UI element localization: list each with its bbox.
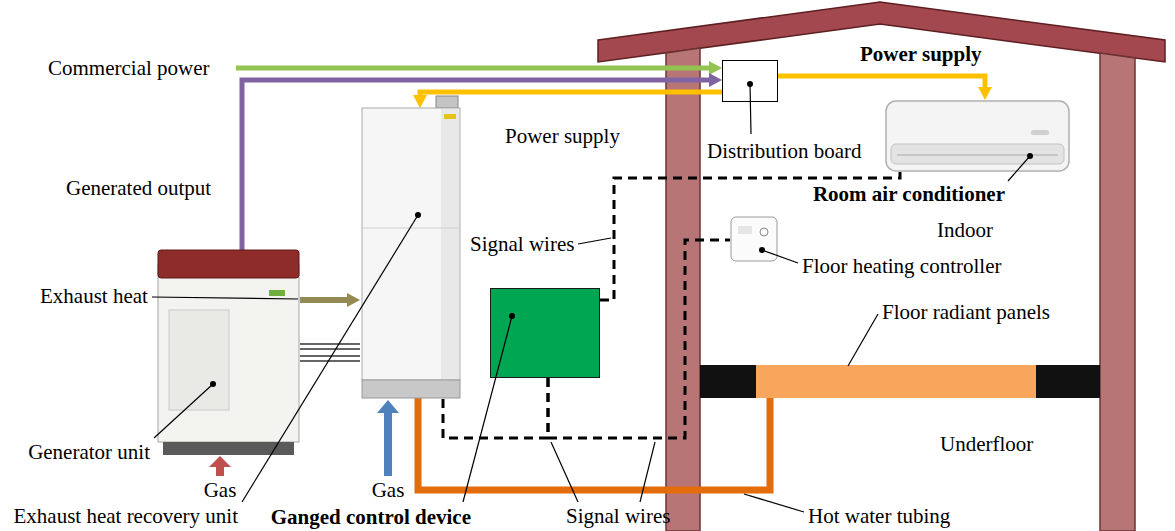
- leader-line: [463, 316, 512, 502]
- pipe: [300, 348, 360, 350]
- component-label: Floor radiant panels: [882, 300, 1050, 324]
- leader-dot: [415, 212, 421, 218]
- power-supply-line: [420, 92, 722, 95]
- unit-seam: [362, 228, 460, 229]
- hot-water-tube: [418, 398, 770, 490]
- leader-dot: [747, 81, 753, 87]
- pipe: [300, 343, 360, 345]
- area-label: Indoor: [937, 218, 993, 242]
- generator-unit-art: [157, 250, 300, 455]
- exhaust-heat-arrow: [300, 297, 347, 303]
- gas-label: Gas: [372, 478, 405, 502]
- component-label: Room air conditioner: [813, 182, 1005, 206]
- floor-controller: Floor heating controller: [730, 216, 778, 262]
- wire-label: Signal wires: [470, 232, 574, 256]
- gas-label: Gas: [204, 478, 237, 502]
- leader-line: [640, 442, 655, 502]
- generated-power-line: [242, 80, 709, 250]
- ac-front: [891, 144, 1064, 164]
- component-label: Exhaust heat recovery unit: [14, 504, 239, 528]
- edge-label: Power supply: [860, 42, 982, 66]
- floor-controller-art: [730, 216, 778, 262]
- generator-unit: Generator unit: [157, 250, 300, 455]
- pipe: [300, 355, 360, 357]
- component-label: Distribution board: [707, 139, 862, 163]
- controller-screen: [738, 226, 752, 234]
- area-label: Underfloor: [940, 432, 1033, 456]
- air-conditioner-art: [885, 100, 1070, 172]
- pipe: [300, 360, 360, 362]
- generator-panel: [169, 310, 229, 410]
- flow-label: Exhaust heat: [40, 284, 148, 308]
- leader-line: [848, 314, 878, 366]
- wall: [666, 48, 700, 531]
- leader-line: [578, 238, 611, 244]
- arrow-head: [209, 456, 231, 467]
- source-label: Commercial power: [48, 56, 210, 80]
- tube-label: Hot water tubing: [808, 504, 950, 528]
- component-label: Ganged control device: [271, 505, 471, 529]
- commercial-power-line: [236, 66, 709, 71]
- ac-display: [1031, 130, 1049, 135]
- edge-label: Power supply: [505, 124, 620, 148]
- gas-arrow: [216, 466, 224, 476]
- leader-line: [744, 494, 804, 512]
- arrow-head: [377, 400, 399, 413]
- heat-recovery-unit-art: [360, 108, 462, 398]
- ac-body: [886, 101, 1069, 171]
- heat-recovery-unit: Exhaust heat recovery unit: [360, 108, 462, 398]
- unit-base: [362, 380, 460, 398]
- component-label: Generator unit: [28, 440, 150, 464]
- controller-knob: [760, 228, 768, 236]
- gas-arrow: [384, 412, 392, 476]
- power-supply-line: [778, 76, 985, 87]
- generator-cap: [158, 250, 299, 278]
- exhaust-vent: [436, 96, 458, 108]
- unit-body: [362, 108, 460, 380]
- wire-label: Signal wires: [566, 504, 670, 528]
- control-device: Ganged control device: [490, 288, 600, 378]
- unit-side: [441, 109, 459, 379]
- controller-body: [731, 217, 777, 261]
- ac-louver: [897, 154, 1058, 156]
- leader-dot: [509, 313, 515, 319]
- generator-body: [158, 264, 299, 442]
- air-conditioner: Room air conditioner: [885, 100, 1070, 172]
- arrow-head: [709, 61, 722, 75]
- generator-base: [163, 442, 294, 455]
- leader-dot: [1027, 153, 1033, 159]
- wall: [1100, 53, 1135, 531]
- leader-line: [551, 442, 578, 502]
- edge-label: Generated output: [66, 176, 211, 200]
- leader-dot: [210, 381, 216, 387]
- leader-dot: [759, 247, 765, 253]
- generator-badge: [269, 290, 285, 296]
- radiant-panel: Floor radiant panels: [756, 365, 1036, 398]
- floor-slab: [700, 365, 1100, 398]
- component-label: Floor heating controller: [802, 254, 1001, 278]
- unit-badge: [444, 114, 456, 119]
